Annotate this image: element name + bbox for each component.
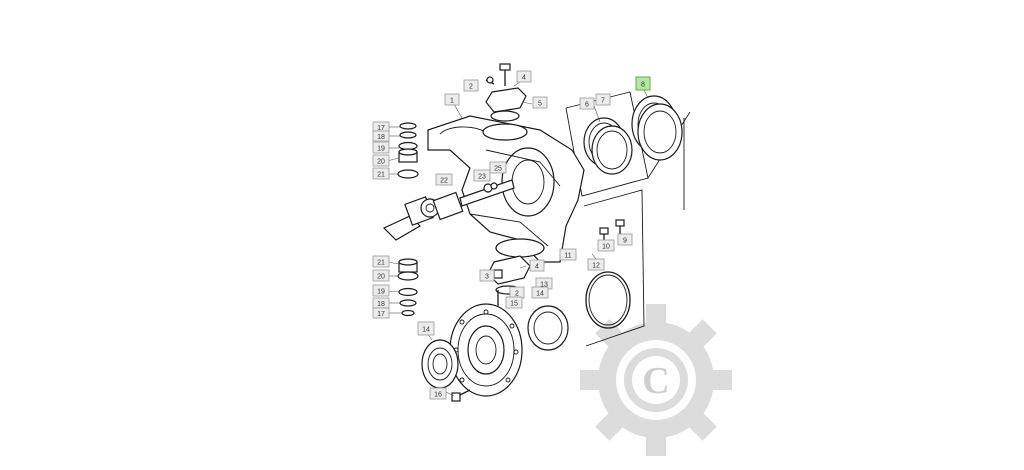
label-8-highlighted: 8 [635,76,651,91]
label-15: 15 [505,296,523,309]
wheel-hub-flange [449,303,523,397]
svg-text:16: 16 [434,392,442,399]
svg-text:2: 2 [469,84,473,91]
svg-text:20: 20 [377,274,385,281]
main-seal-part-8 [631,95,683,161]
svg-text:23: 23 [478,174,486,181]
seal-rings [583,117,633,175]
label-18-upper: 18 [372,130,390,142]
svg-text:9: 9 [623,238,627,245]
svg-text:21: 21 [377,172,385,179]
label-6: 6 [579,97,595,110]
svg-text:18: 18 [377,134,385,141]
label-21-upper: 21 [372,167,390,180]
label-11: 11 [559,248,577,261]
label-17-upper: 17 [372,121,390,133]
label-20-lower: 20 [372,269,390,282]
bearing-stack-upper [397,122,419,179]
svg-text:3: 3 [485,274,489,281]
label-23: 23 [473,169,491,182]
o-ring [585,271,631,329]
label-3-lower: 3 [479,269,495,282]
bearing-stack-lower [397,258,419,317]
label-17-lower: 17 [372,307,390,319]
svg-text:1: 1 [450,98,454,105]
svg-text:19: 19 [377,146,385,153]
svg-text:4: 4 [535,264,539,271]
label-12: 12 [587,258,605,271]
label-16: 16 [429,387,447,400]
svg-text:14: 14 [422,327,430,334]
svg-text:11: 11 [564,253,571,260]
svg-text:22: 22 [440,178,448,185]
svg-text:5: 5 [538,101,542,108]
label-4-lower: 4 [529,259,545,272]
label-7: 7 [595,93,611,106]
svg-text:17: 17 [377,125,385,132]
svg-text:19: 19 [377,289,385,296]
watermark-gear-logo: C [580,304,732,456]
label-14-right: 14 [531,286,549,299]
label-18-lower: 18 [372,297,390,309]
part-labels: 1 2 4 5 6 7 8 9 10 11 12 13 4 3 2 14 15 … [372,70,651,400]
label-9: 9 [617,233,633,246]
kingpin-upper-cap [485,63,527,122]
svg-text:10: 10 [602,244,610,251]
svg-text:25: 25 [494,166,502,173]
svg-text:14: 14 [536,291,544,298]
watermark-letter: C [642,360,669,402]
drive-shaft-ujoint [382,179,515,241]
svg-text:21: 21 [377,260,385,267]
svg-text:4: 4 [522,75,526,82]
label-14-left: 14 [417,321,435,336]
svg-text:13: 13 [540,282,548,289]
label-2: 2 [463,79,479,92]
svg-text:20: 20 [377,159,385,166]
svg-text:7: 7 [601,98,605,105]
label-19-upper: 19 [372,141,390,154]
svg-text:12: 12 [592,263,600,270]
label-10: 10 [597,239,615,252]
tapered-bearing [421,339,459,389]
label-5: 5 [532,96,548,109]
svg-text:6: 6 [585,102,589,109]
label-25: 25 [489,161,507,174]
label-21-lower: 21 [372,255,390,268]
svg-text:17: 17 [377,311,385,318]
svg-text:18: 18 [377,301,385,308]
hub-bolt [451,389,471,402]
label-4: 4 [516,70,532,83]
label-1: 1 [444,93,460,106]
svg-text:15: 15 [510,301,518,308]
label-2-lower: 2 [509,286,525,299]
bearing-ring [527,305,569,351]
label-20-upper: 20 [372,154,390,167]
svg-text:8: 8 [641,82,645,89]
kingpin-lower-cap [487,255,531,306]
svg-text:2: 2 [515,291,519,298]
label-19-lower: 19 [372,284,390,297]
label-22: 22 [435,173,453,186]
